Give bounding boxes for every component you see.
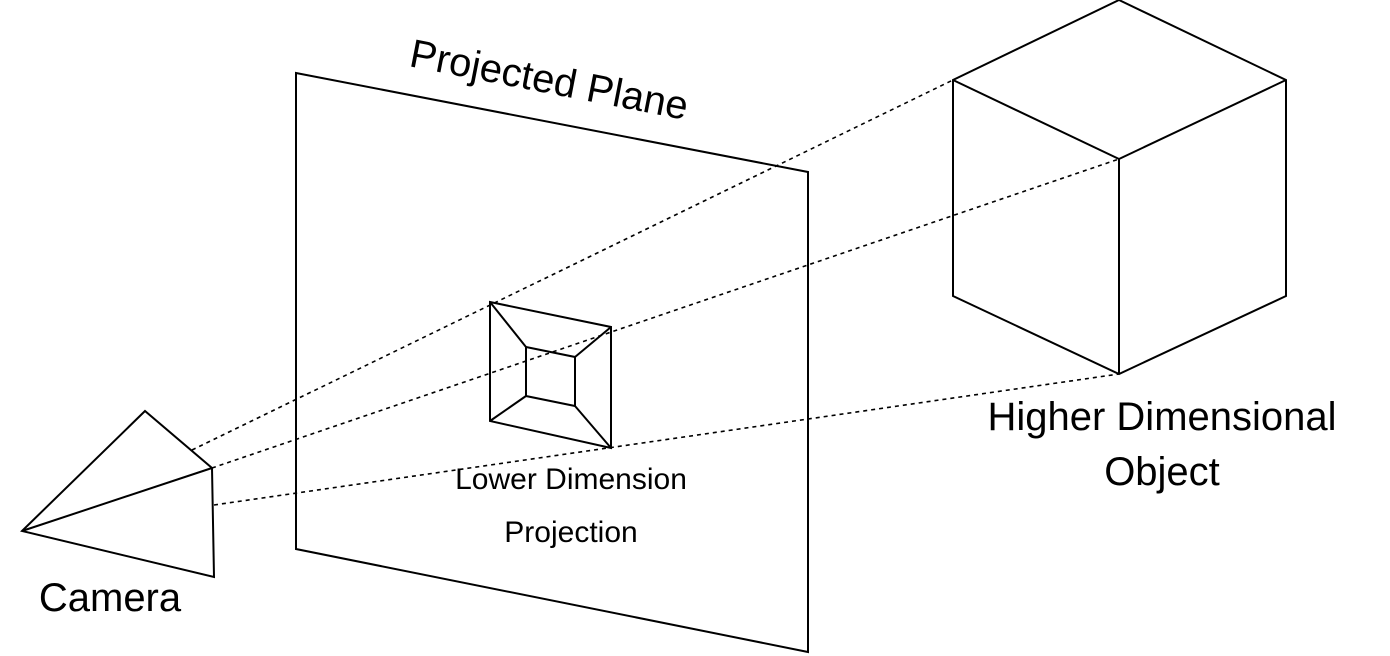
projection-ray-top xyxy=(191,79,954,451)
camera-shape xyxy=(20,409,216,579)
projection-edge-top-right xyxy=(574,326,612,358)
projection-label-line1: Lower Dimension xyxy=(455,463,687,496)
projection-edge-bottom-left xyxy=(489,395,527,422)
projection-ray-bottom xyxy=(213,373,1120,506)
higher-dimensional-cube xyxy=(952,0,1287,376)
camera-lens-edge xyxy=(21,467,213,532)
object-label-line1: Higher Dimensional xyxy=(987,395,1336,439)
projection-edge-bottom-right xyxy=(574,405,612,449)
cube-edge-front-top-right xyxy=(1118,79,1287,160)
projection-inner-square xyxy=(525,345,576,408)
lower-dimension-projection-shape xyxy=(489,300,612,450)
projection-label-line2: Projection xyxy=(504,516,637,549)
projection-edge-top-left xyxy=(489,301,527,348)
camera-label: Camera xyxy=(39,576,182,620)
cube-edge-front-top-left xyxy=(952,79,1120,160)
object-label-line2: Object xyxy=(1104,450,1220,494)
